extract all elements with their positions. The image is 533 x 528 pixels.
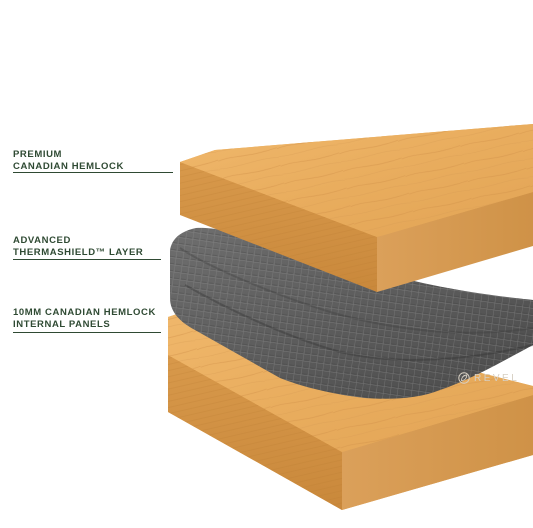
label-internal-panels: 10MM CANADIAN HEMLOCK INTERNAL PANELS xyxy=(13,307,156,331)
top-hemlock-panel xyxy=(180,124,533,292)
label-thermashield: ADVANCED THERMASHIELD™ LAYER xyxy=(13,235,143,259)
label-thermashield-line1: ADVANCED xyxy=(13,235,71,246)
label-premium-rule xyxy=(13,172,173,173)
brand-watermark: REVEL xyxy=(458,372,519,384)
label-thermashield-rule xyxy=(13,259,161,260)
label-internal-line2: INTERNAL PANELS xyxy=(13,319,111,330)
label-internal-rule xyxy=(13,332,161,333)
label-thermashield-line2: THERMASHIELD™ LAYER xyxy=(13,247,144,258)
thermashield-layer xyxy=(170,227,533,399)
label-premium-line1: PREMIUM xyxy=(13,149,63,160)
brand-name: REVEL xyxy=(474,372,520,384)
label-internal-line1: 10MM CANADIAN HEMLOCK xyxy=(13,307,156,318)
label-premium-line2: CANADIAN HEMLOCK xyxy=(13,161,124,172)
label-premium-hemlock: PREMIUM CANADIAN HEMLOCK xyxy=(13,149,124,173)
leaf-icon xyxy=(458,372,470,384)
